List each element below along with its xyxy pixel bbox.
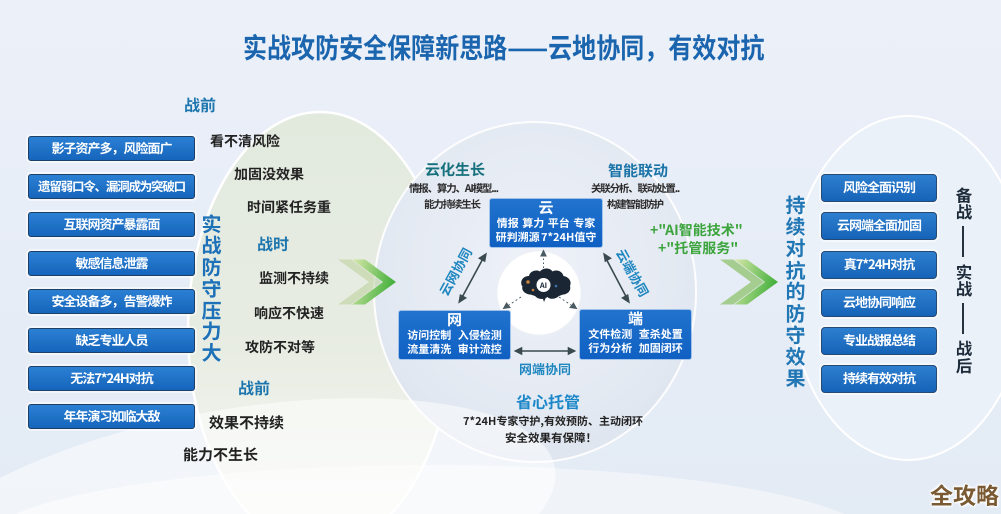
svg-text:AI: AI — [539, 280, 547, 291]
